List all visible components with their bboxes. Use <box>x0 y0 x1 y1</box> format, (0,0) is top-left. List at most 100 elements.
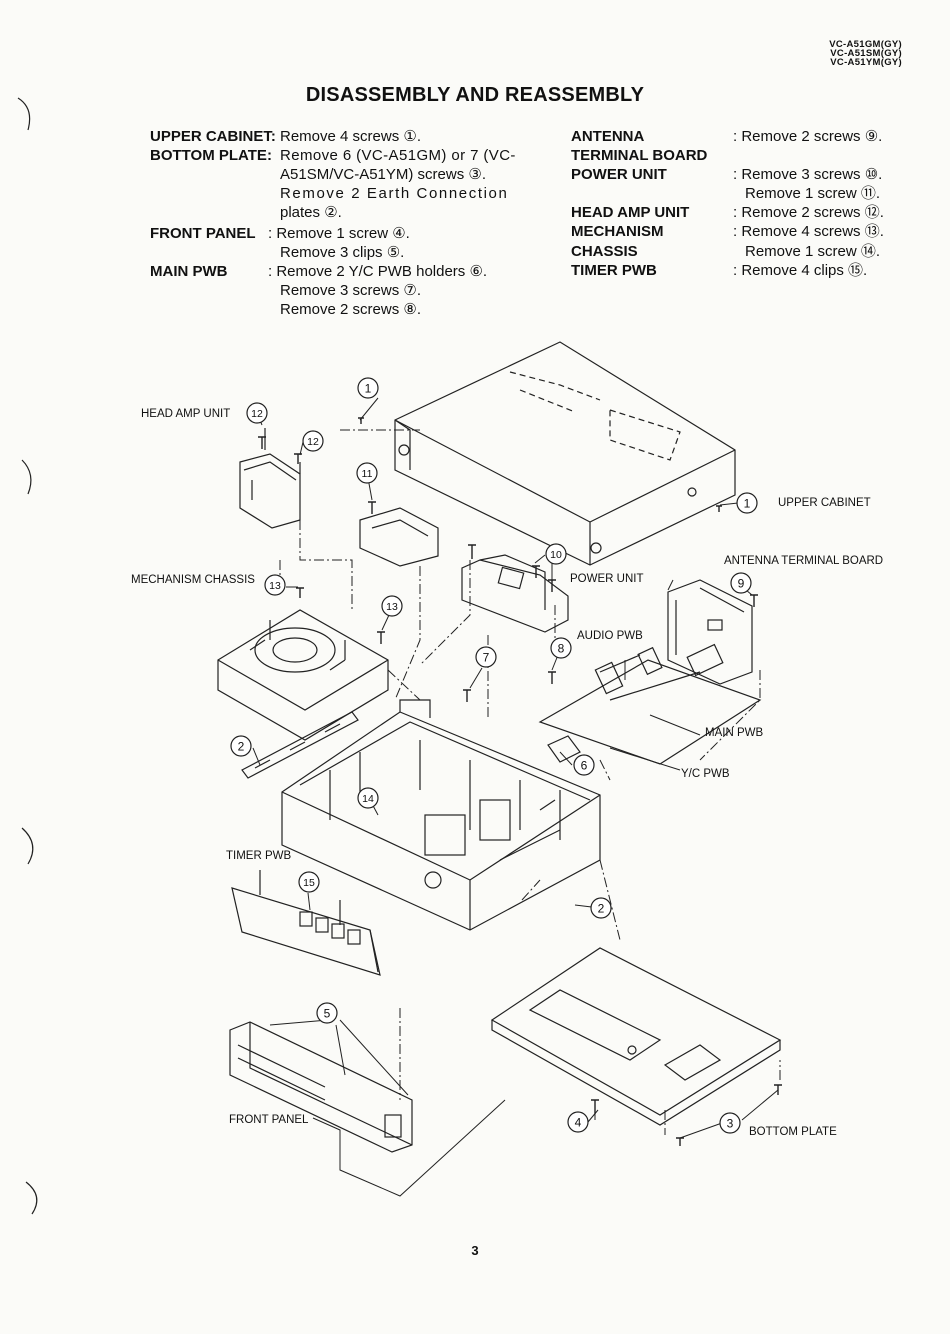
callout-5: 5 <box>316 1002 338 1024</box>
main-pwb-label: MAIN PWB <box>705 727 764 739</box>
svg-text:12: 12 <box>307 436 319 448</box>
antenna-label: ANTENNA <box>571 128 645 145</box>
upper-cabinet-label: UPPER CABINET <box>778 497 871 509</box>
page-title: DISASSEMBLY AND REASSEMBLY <box>305 84 645 106</box>
front-panel-step: : Remove 1 screw ④. <box>268 225 410 242</box>
power-unit-label: POWER UNIT <box>570 573 644 585</box>
main-pwb-step: Remove 2 screws ⑧. <box>280 301 421 318</box>
power-unit-step: Remove 1 screw ⑪. <box>745 185 881 202</box>
callout-15: 15 <box>298 871 320 893</box>
binder-hole-mark <box>17 97 31 131</box>
terminal-board-label: TERMINAL BOARD <box>571 147 708 164</box>
svg-text:3: 3 <box>727 1117 734 1131</box>
bottom-plate-step: plates ②. <box>280 204 342 221</box>
page-number: 3 <box>471 1243 479 1258</box>
svg-text:13: 13 <box>269 580 281 592</box>
screws <box>258 417 782 1146</box>
svg-text:8: 8 <box>558 642 565 656</box>
callout-7: 7 <box>475 646 497 668</box>
callout-14: 14 <box>357 787 379 809</box>
upper-cabinet-label: UPPER CABINET: <box>150 128 276 145</box>
binder-hole-mark <box>21 459 32 495</box>
head-amp-unit-part <box>239 428 301 529</box>
model-numbers: VC-A51GM(GY) VC-A51SM(GY) VC-A51YM(GY) <box>829 39 902 68</box>
earth-connection-plate-part <box>241 711 359 779</box>
bracket-part <box>359 507 439 567</box>
timer-pwb-label: TIMER PWB <box>226 850 292 862</box>
yc-pwb-label: Y/C PWB <box>681 768 730 780</box>
callout-1: 1 <box>736 492 758 514</box>
callout-10: 10 <box>545 543 567 565</box>
mechanism-chassis-label: MECHANISM CHASSIS <box>131 574 255 586</box>
svg-text:2: 2 <box>598 902 605 916</box>
head-amp-unit-label: HEAD AMP UNIT <box>141 408 231 420</box>
front-panel-label: FRONT PANEL <box>229 1114 309 1126</box>
chassis-label: CHASSIS <box>571 243 638 260</box>
callout-13: 13 <box>381 595 403 617</box>
main-pwb-part <box>538 643 762 765</box>
timer-pwb-part <box>231 870 381 976</box>
svg-text:6: 6 <box>581 759 588 773</box>
antenna-terminal-board-label: ANTENNA TERMINAL BOARD <box>724 555 884 567</box>
bottom-plate-step: A51SM/VC-A51YM) screws ③. <box>280 166 486 183</box>
svg-text:5: 5 <box>324 1007 331 1021</box>
main-pwb-step: Remove 3 screws ⑦. <box>280 282 421 299</box>
svg-text:13: 13 <box>386 601 398 613</box>
svg-text:11: 11 <box>362 468 373 480</box>
main-pwb-step: : Remove 2 Y/C PWB holders ⑥. <box>268 263 488 280</box>
timer-pwb-label: TIMER PWB <box>571 262 657 279</box>
antenna-terminal-board-part <box>667 579 753 685</box>
binder-hole-mark <box>25 1181 38 1215</box>
callout-4: 4 <box>567 1111 589 1133</box>
mechanism-chassis-part <box>217 609 389 741</box>
svg-text:4: 4 <box>575 1116 582 1130</box>
callout-11: 11 <box>356 462 378 484</box>
svg-text:2: 2 <box>238 740 245 754</box>
head-amp-unit-label: HEAD AMP UNIT <box>571 204 690 221</box>
front-panel-part <box>229 1021 413 1153</box>
svg-text:15: 15 <box>303 877 315 889</box>
power-unit-label: POWER UNIT <box>571 166 667 183</box>
model-number: VC-A51GM(GY) <box>829 39 902 50</box>
bottom-plate-step: Remove 6 (VC-A51GM) or 7 (VC- <box>280 147 516 164</box>
callout-12: 12 <box>246 402 268 424</box>
bottom-plate-label: BOTTOM PLATE: <box>150 147 272 164</box>
power-unit-part <box>461 554 569 633</box>
svg-text:1: 1 <box>365 382 372 396</box>
svg-text:10: 10 <box>550 549 562 561</box>
power-unit-step: : Remove 3 screws ⑩. <box>733 166 883 183</box>
callouts: 1 1 2 2 3 4 5 6 7 8 9 10 11 12 12 13 13 … <box>230 377 758 1134</box>
bottom-plate-part <box>490 947 782 1126</box>
callout-13: 13 <box>264 574 286 596</box>
audio-pwb-label: AUDIO PWB <box>577 630 643 642</box>
callout-2: 2 <box>230 735 252 757</box>
svg-text:9: 9 <box>738 577 745 591</box>
mechanism-step: : Remove 4 screws ⑬. <box>733 223 884 240</box>
upper-cabinet-step: Remove 4 screws ①. <box>280 128 421 145</box>
upper-cabinet-part <box>394 341 736 566</box>
callout-12: 12 <box>302 430 324 452</box>
callout-2: 2 <box>590 897 612 919</box>
front-panel-label: FRONT PANEL <box>150 225 256 242</box>
svg-text:12: 12 <box>251 408 263 420</box>
timer-pwb-step: : Remove 4 clips ⑮. <box>733 262 868 279</box>
callout-9: 9 <box>730 572 752 594</box>
bottom-plate-step: Remove 2 Earth Connection <box>280 185 509 202</box>
antenna-step: : Remove 2 screws ⑨. <box>733 128 883 145</box>
svg-text:14: 14 <box>362 793 374 805</box>
svg-text:7: 7 <box>483 651 490 665</box>
svg-text:1: 1 <box>744 497 751 511</box>
model-number: VC-A51YM(GY) <box>830 57 902 68</box>
binder-hole-mark <box>21 827 34 865</box>
head-amp-unit-step: : Remove 2 screws ⑫. <box>733 204 884 221</box>
front-panel-step: Remove 3 clips ⑤. <box>280 244 405 261</box>
main-pwb-label: MAIN PWB <box>150 263 228 280</box>
mechanism-label: MECHANISM <box>571 223 664 240</box>
chassis-step: Remove 1 screw ⑭. <box>745 243 881 260</box>
callout-1: 1 <box>357 377 379 399</box>
callout-6: 6 <box>573 754 595 776</box>
callout-8: 8 <box>550 637 572 659</box>
model-number: VC-A51SM(GY) <box>830 48 902 59</box>
bottom-plate-label: BOTTOM PLATE <box>749 1126 837 1138</box>
